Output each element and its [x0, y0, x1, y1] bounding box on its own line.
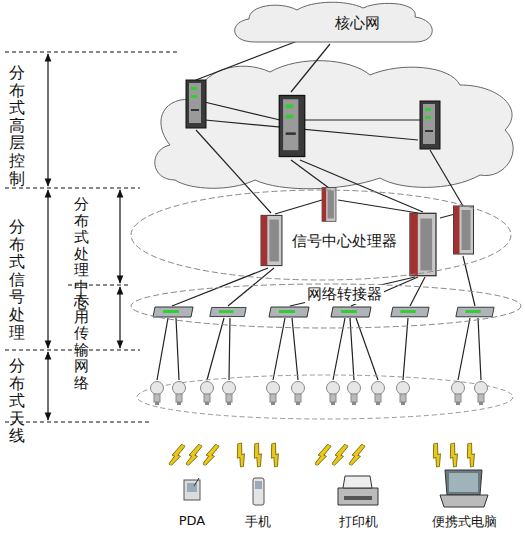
sublayer-label: 专用传输网络: [74, 292, 89, 391]
cloud-outline: [225, 0, 440, 46]
node-label: 核心网: [333, 14, 382, 33]
layer-label: 分布式信号处理: [9, 218, 25, 341]
device-label: 打印机: [339, 513, 378, 531]
device-label: PDA: [179, 513, 206, 528]
node-label: 信号中心处理器: [290, 232, 399, 251]
layer-label: 分布式天线: [9, 357, 25, 445]
node-label: 网络转接器: [305, 285, 384, 304]
layer-label: 分布式高层控制: [9, 64, 25, 187]
device-label: 便携式电脑: [432, 513, 497, 531]
device-label: 手机: [245, 513, 271, 531]
core-network-cloud: 核心网: [225, 0, 440, 46]
processor-band: 信号中心处理器: [130, 189, 512, 281]
switch-band: 网络转接器: [130, 283, 522, 329]
